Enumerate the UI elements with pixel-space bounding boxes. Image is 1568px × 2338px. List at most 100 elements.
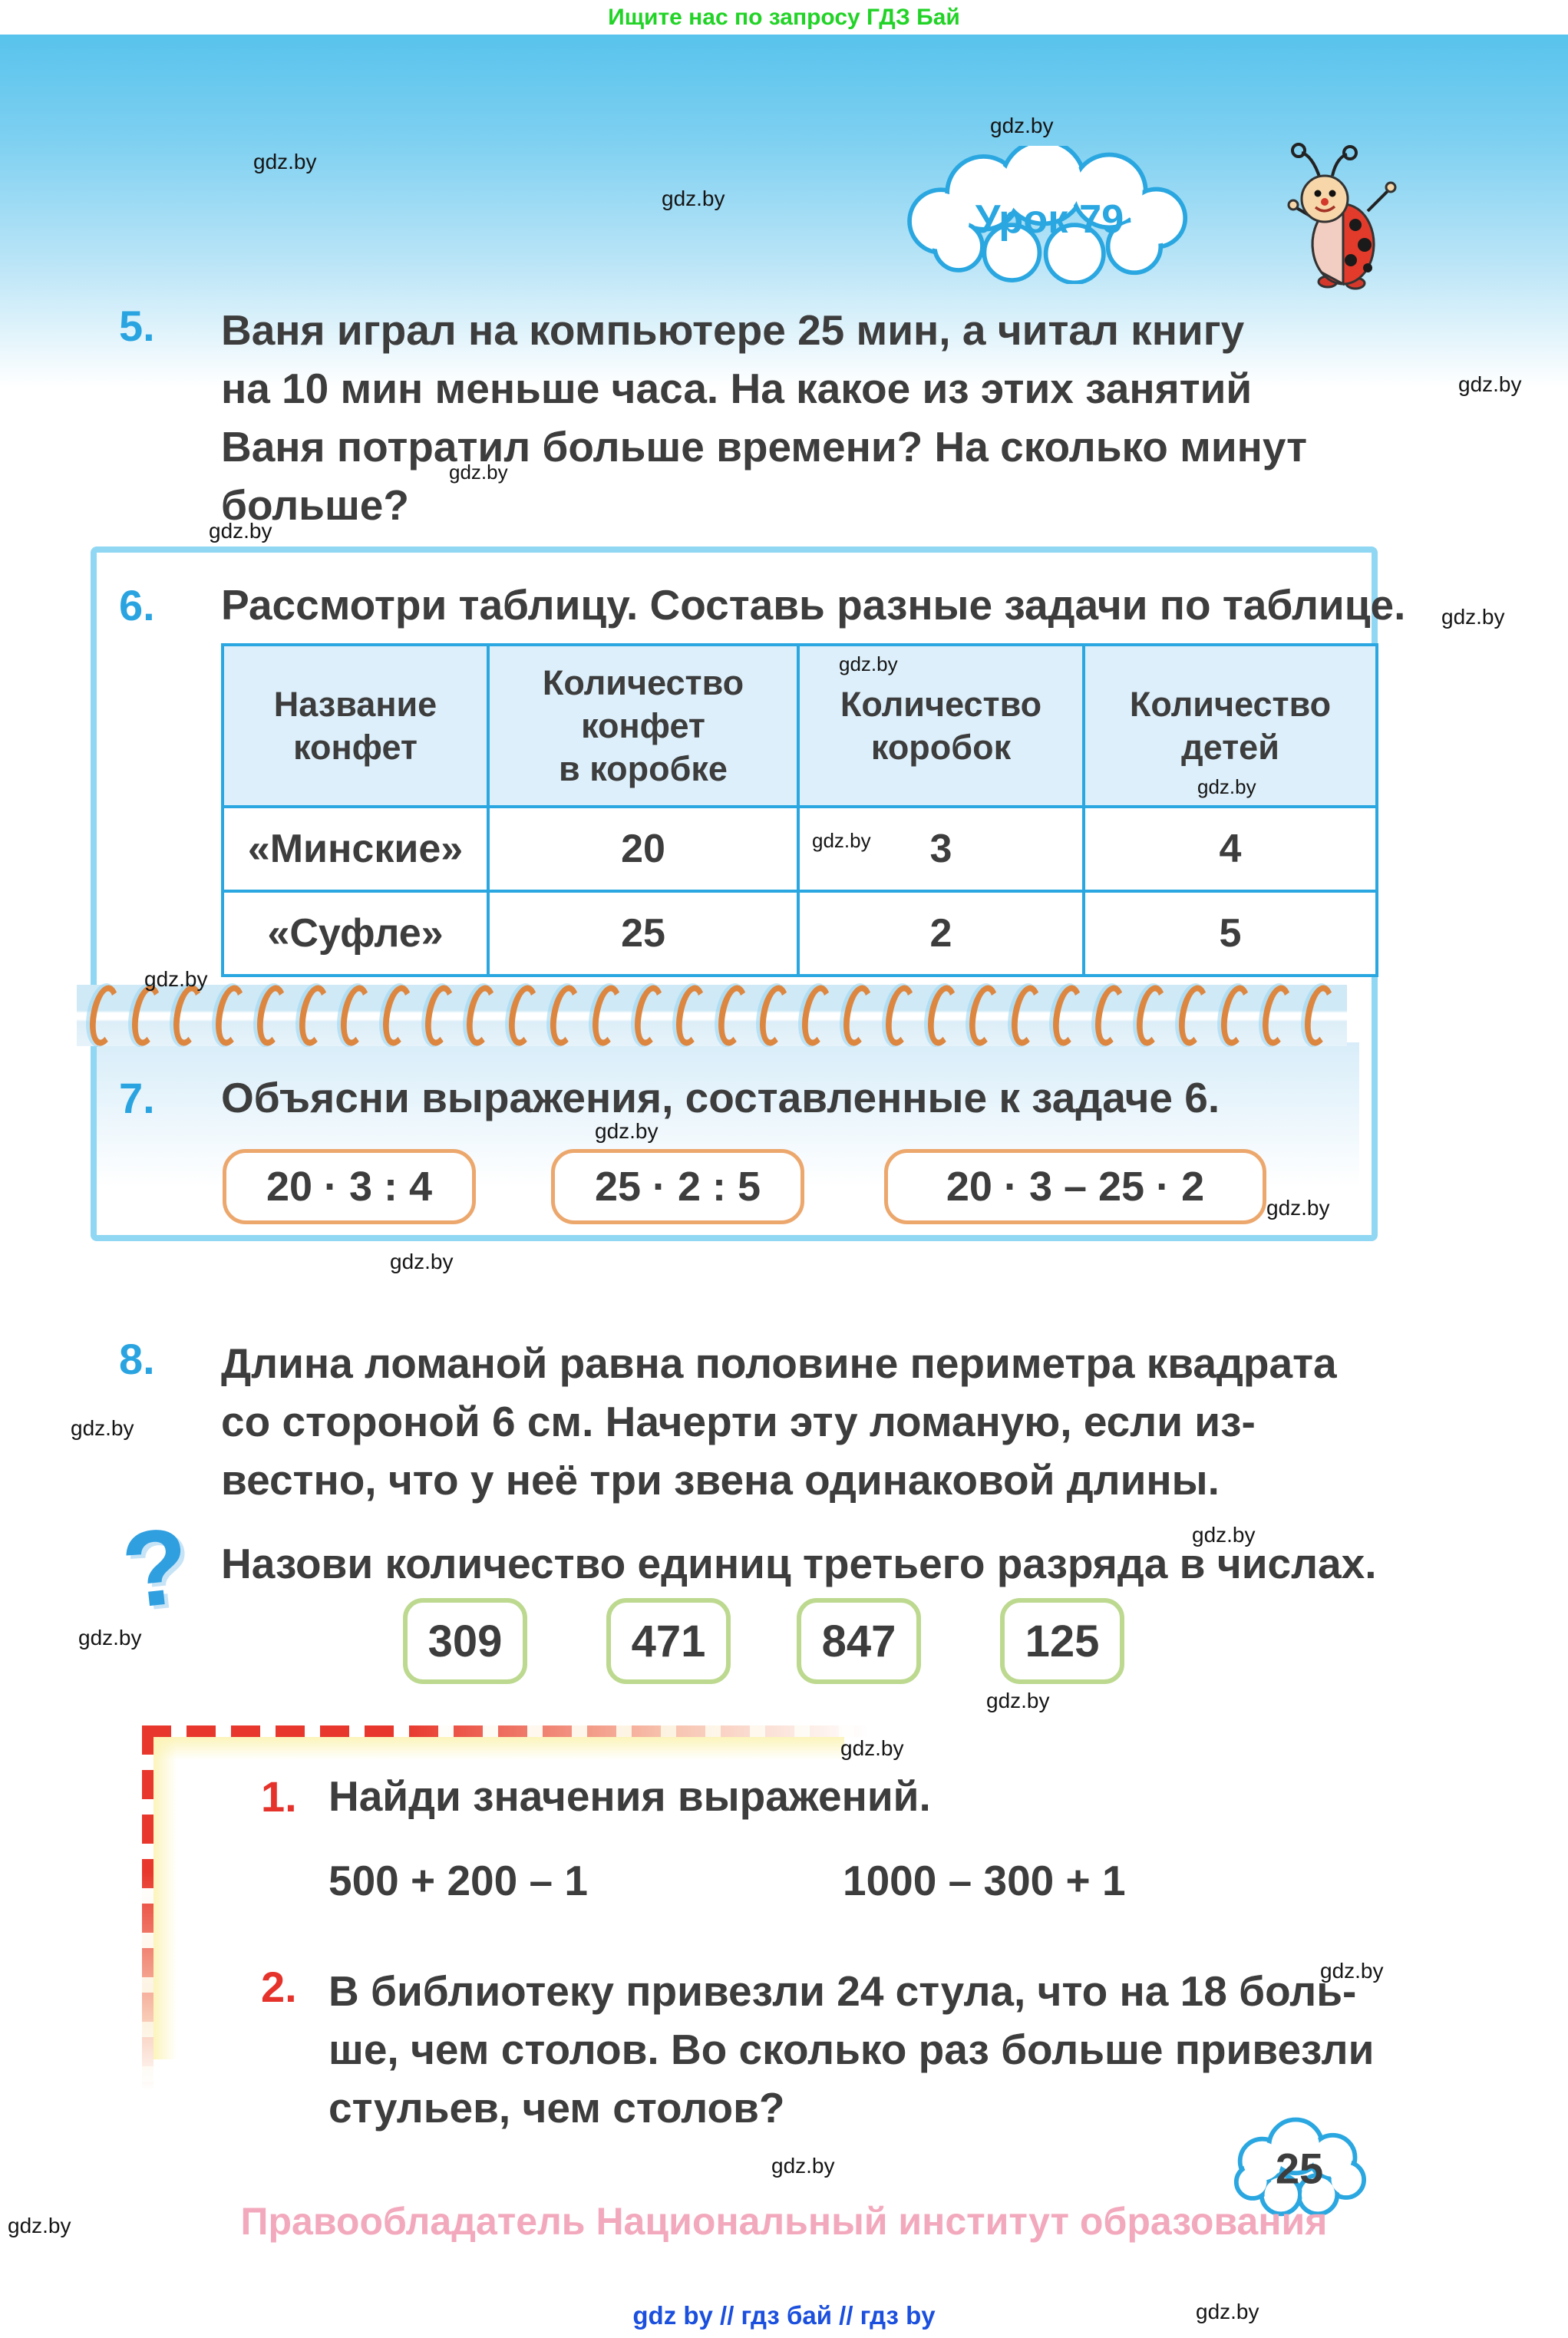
spiral-coil-icon	[253, 982, 291, 1048]
column-header: Количество конфет в коробке	[487, 643, 800, 808]
problem7-title: Объясни выражения, составленные к задаче…	[221, 1074, 1220, 1121]
homework1-title: Найди значения выражений.	[328, 1772, 931, 1820]
question-text: Назови количество единиц третьего разряд…	[221, 1540, 1377, 1587]
number-box: 309	[403, 1598, 527, 1684]
spiral-coil-icon	[378, 982, 417, 1048]
gdz-watermark: gdz.by	[771, 2154, 835, 2178]
page-number: 25	[1276, 2145, 1323, 2193]
table-cell: 5	[1082, 890, 1378, 977]
table-cell: 20	[487, 805, 800, 893]
problem7-number: 7.	[119, 1074, 155, 1122]
copyright-text: Правообладатель Национальный институт об…	[240, 2200, 1328, 2243]
gdz-watermark: gdz.by	[71, 1416, 134, 1440]
text-line: Длина ломаной равна половине периметра к…	[221, 1339, 1337, 1387]
number-box: 847	[797, 1598, 921, 1684]
cloud-icon: Урок 79	[907, 138, 1188, 286]
spiral-coil-icon	[1174, 982, 1213, 1048]
gdz-watermark: gdz.by	[986, 1689, 1050, 1712]
spiral-coil-icon	[336, 982, 375, 1048]
spiral-coil-icon	[713, 982, 752, 1048]
spiral-coil-icon	[1048, 982, 1087, 1048]
spiral-coil-icon	[504, 982, 543, 1048]
expression-box: 25 · 2 : 5	[551, 1149, 804, 1224]
spiral-coil-icon	[1258, 982, 1296, 1048]
homework2-number: 2.	[261, 1963, 297, 2011]
column-header: Количество коробок	[797, 643, 1085, 808]
table-cell: 3	[797, 805, 1085, 893]
table-row: «Минские» 20 3 4	[221, 805, 1378, 893]
lesson-cloud: Урок 79	[871, 138, 1228, 286]
homework1-number: 1.	[261, 1772, 297, 1821]
table-cell: 25	[487, 890, 800, 977]
homework2-text: В библиотеку привезли 24 стула, что на 1…	[328, 1962, 1374, 2137]
text-line: больше?	[221, 481, 409, 529]
text-line: со стороной 6 см. Начерти эту ломаную, е…	[221, 1398, 1256, 1445]
column-header: Количество детей	[1082, 643, 1378, 808]
problem5-text: Ваня играл на компьютере 25 мин, а читал…	[221, 301, 1307, 534]
ladybug-icon	[1273, 130, 1407, 293]
dashed-border-top	[142, 1725, 883, 1737]
problem6-title: Рассмотри таблицу. Составь разные задачи…	[221, 581, 1406, 629]
table-cell: «Минские»	[221, 805, 490, 893]
spiral-coil-icon	[881, 982, 919, 1048]
lesson-title: Урок 79	[975, 197, 1124, 242]
spiral-coil-icon	[295, 982, 333, 1048]
expression-box: 20 · 3 : 4	[223, 1149, 476, 1224]
spiral-coil-icon	[85, 982, 124, 1048]
spiral-coil-icon	[127, 982, 166, 1048]
spiral-coil-icon	[1132, 982, 1171, 1048]
text-line: стульев, чем столов?	[328, 2084, 785, 2132]
spiral-coil-icon	[923, 982, 962, 1048]
question-mark-icon: ?	[116, 1504, 195, 1632]
text-line: на 10 мин меньше часа. На какое из этих …	[221, 365, 1253, 412]
spiral-coil-icon	[672, 982, 710, 1048]
banner-text: Ищите нас по запросу ГДЗ Бай	[608, 5, 960, 30]
gdz-watermark: gdz.by	[1441, 605, 1505, 629]
spiral-coil-icon	[420, 982, 459, 1048]
table-cell: «Суфле»	[221, 890, 490, 977]
spiral-coil-icon	[1091, 982, 1129, 1048]
frame-glow	[153, 1737, 177, 2059]
number-box: 471	[606, 1598, 731, 1684]
text-line: ше, чем столов. Во сколько раз больше пр…	[328, 2026, 1375, 2073]
problem8-text: Длина ломаной равна половине периметра к…	[221, 1334, 1337, 1509]
spiral-coil-icon	[546, 982, 585, 1048]
page-number-cloud: 25	[1226, 2109, 1372, 2221]
number-box: 125	[1000, 1598, 1124, 1684]
spiral-coil-icon	[211, 982, 249, 1048]
spiral-coil-icon	[1007, 982, 1045, 1048]
spiral-coil-icon	[1300, 982, 1339, 1048]
table-header-row: Название конфет Количество конфет в коро…	[221, 643, 1378, 808]
text-line: В библиотеку привезли 24 стула, что на 1…	[328, 1967, 1357, 2015]
table-cell: 4	[1082, 805, 1378, 893]
spiral-coil-icon	[462, 982, 500, 1048]
candy-table: Название конфет Количество конфет в коро…	[221, 643, 1378, 977]
spiral-coil-icon	[755, 982, 794, 1048]
spiral-coil-icon	[169, 982, 207, 1048]
gdz-watermark: gdz.by	[390, 1250, 454, 1273]
problem6-number: 6.	[119, 581, 155, 629]
frame-glow	[153, 1737, 844, 1760]
column-header: Название конфет	[221, 643, 490, 808]
spiral-band	[77, 982, 1347, 1048]
expression-box: 20 · 3 – 25 · 2	[884, 1149, 1266, 1224]
cloud-icon: 25	[1233, 2117, 1366, 2217]
spiral-coil-icon	[1216, 982, 1255, 1048]
spiral-coil-icon	[797, 982, 836, 1048]
spiral-coil-icon	[629, 982, 668, 1048]
gdz-watermark: gdz.by	[840, 1736, 904, 1760]
homework1-expression: 500 + 200 – 1	[328, 1857, 588, 1904]
text-line: вестно, что у неё три звена одинаковой д…	[221, 1456, 1220, 1504]
top-banner: Ищите нас по запросу ГДЗ Бай	[0, 0, 1568, 35]
problem8-number: 8.	[119, 1335, 155, 1383]
table-row: «Суфле» 25 2 5	[221, 890, 1378, 977]
dashed-border-left	[142, 1725, 153, 2090]
problem5-number: 5.	[119, 302, 155, 350]
footer-links[interactable]: gdz by // гдз бай // гдз by	[632, 2301, 936, 2330]
homework1-expression: 1000 – 300 + 1	[843, 1857, 1126, 1904]
spiral-coil-icon	[965, 982, 1003, 1048]
text-line: Ваня играл на компьютере 25 мин, а читал…	[221, 306, 1245, 354]
text-line: Ваня потратил больше времени? На сколько…	[221, 423, 1308, 471]
spiral-coil-icon	[839, 982, 878, 1048]
